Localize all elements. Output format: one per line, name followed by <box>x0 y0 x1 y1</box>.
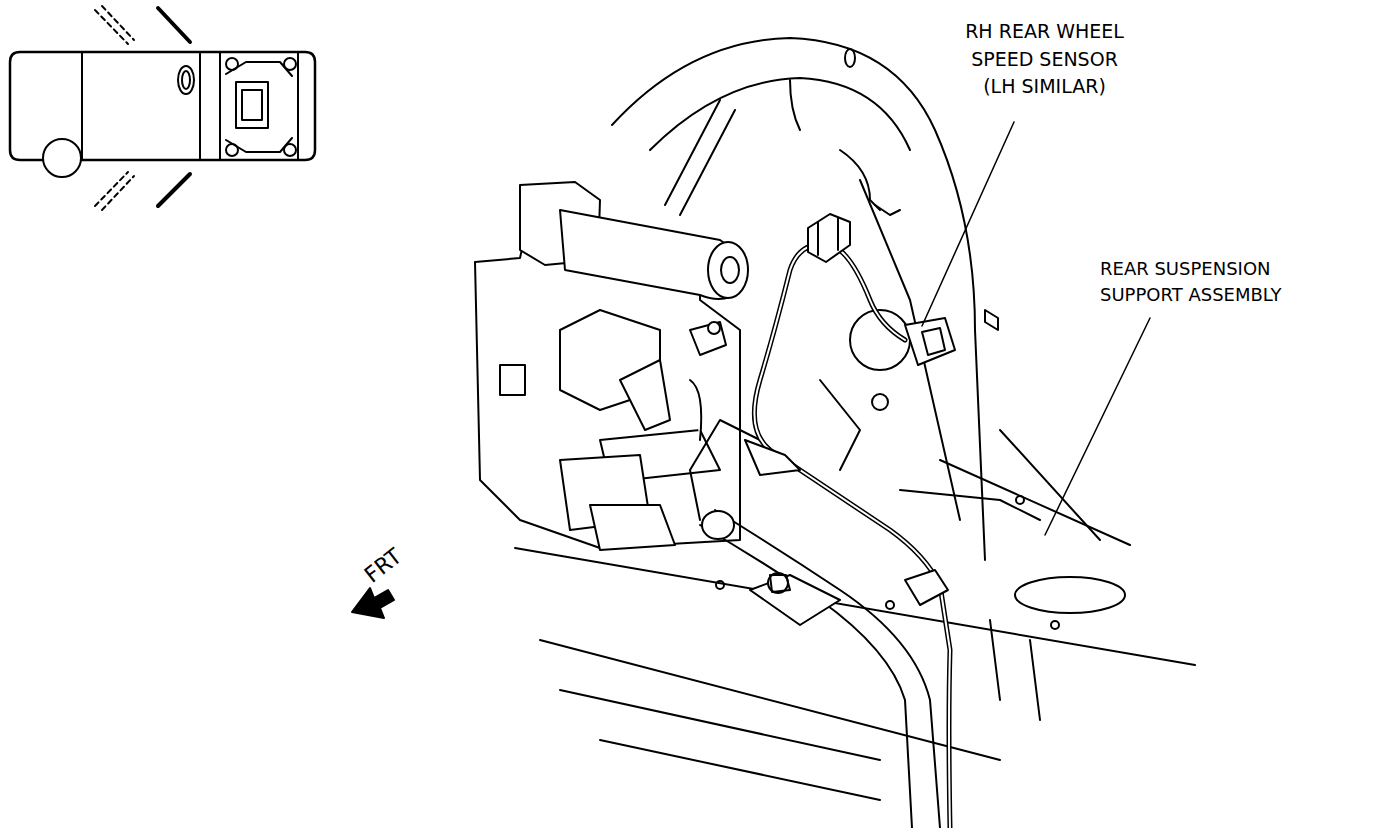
front-arrow <box>352 588 394 618</box>
brake-caliper <box>475 182 748 550</box>
rear-suspension-support <box>515 310 1195 800</box>
leader-lines <box>922 122 1150 535</box>
vehicle-locator <box>10 6 315 210</box>
part-label: FRT <box>356 540 410 592</box>
part-label: REAR SUSPENSION SUPPORT ASSEMBLY <box>1098 256 1327 308</box>
sensor-harness <box>745 214 955 828</box>
part-label: RH REAR WHEEL SPEED SENSOR (LH SIMILAR) <box>955 18 1134 101</box>
